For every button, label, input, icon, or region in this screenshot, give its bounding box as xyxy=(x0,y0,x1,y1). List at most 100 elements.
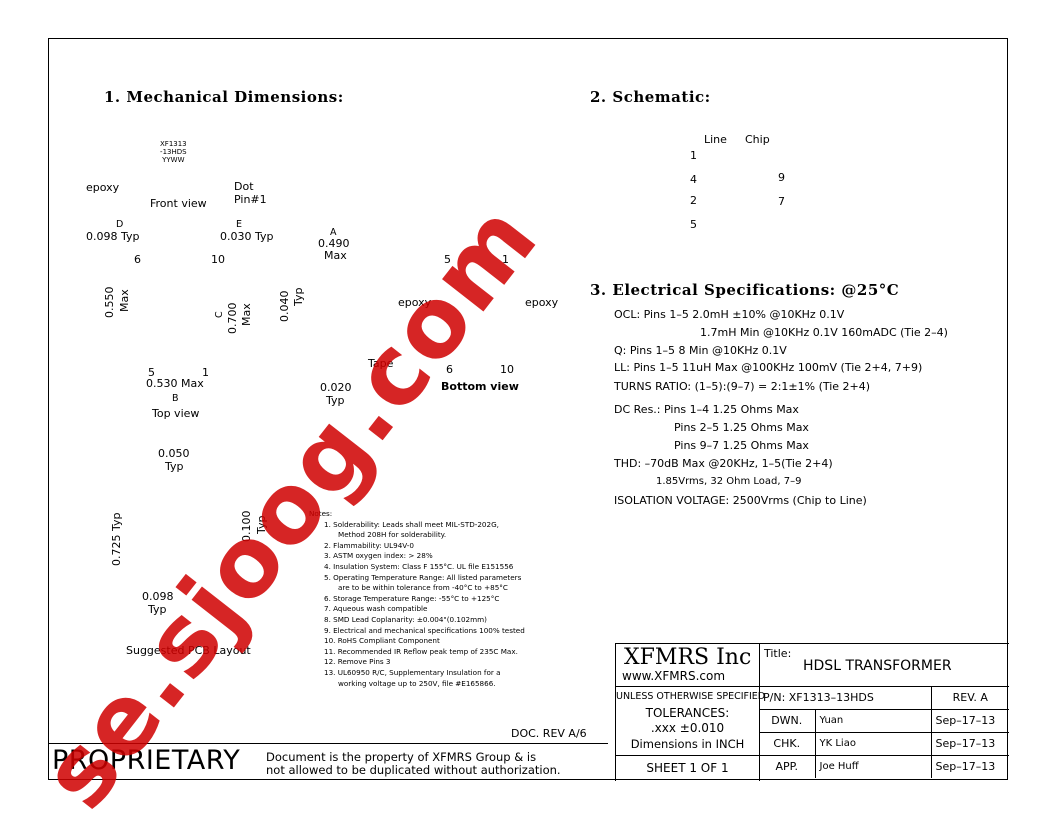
schematic-heading: 2. Schematic: xyxy=(590,88,711,106)
epoxy-label: epoxy xyxy=(86,181,120,194)
front-view-caption: Front view xyxy=(150,197,207,210)
note-item: Method 208H for solderability. xyxy=(338,530,447,540)
top-pin-1: 1 xyxy=(202,366,209,379)
note-item: working voltage up to 250V, file #E16586… xyxy=(338,678,496,688)
approval-table: P/N: XF1313–13HDS REV. A DWN. Yuan Sep–1… xyxy=(759,686,1009,778)
pcb-caption: Suggested PCB Layout xyxy=(126,644,251,657)
dim-height-max: Max xyxy=(118,289,131,312)
app-name: Joe Huff xyxy=(814,754,932,778)
app-date: Sep–17–13 xyxy=(930,754,1009,778)
spec-ocl-min: 1.7mH Min @10KHz 0.1V 160mADC (Tie 2–4) xyxy=(700,326,948,339)
drawing-sheet xyxy=(48,38,1008,780)
bottom-pin-6: 6 xyxy=(446,363,453,376)
chk-date: Sep–17–13 xyxy=(930,731,1009,756)
pcb-row-spacing: 0.725 Typ xyxy=(110,512,123,567)
dim-lead-typ: Typ xyxy=(292,287,305,307)
title-label: Title: xyxy=(764,647,792,660)
note-item: 9. Electrical and mechanical specificati… xyxy=(324,625,525,635)
note-item: 5. Operating Temperature Range: All list… xyxy=(324,572,522,582)
dim-foot-value: 0.020 xyxy=(320,381,352,394)
part-number: P/N: XF1313–13HDS xyxy=(759,686,932,710)
dim-a-value: 0.490 xyxy=(318,237,350,250)
pcb-width-typ: Typ xyxy=(148,603,167,616)
notes-title: Notes: xyxy=(309,509,333,518)
spec-dcr-1-4: DC Res.: Pins 1–4 1.25 Ohms Max xyxy=(614,403,799,416)
spec-ocl: OCL: Pins 1–5 2.0mH ±10% @10KHz 0.1V xyxy=(614,308,845,321)
tolerances-label: TOLERANCES: xyxy=(645,706,730,720)
note-item: 11. Recommended IR Reflow peak temp of 2… xyxy=(324,646,518,656)
chk-name: YK Liao xyxy=(814,731,932,756)
proprietary-word: PROPRIETARY xyxy=(52,745,241,776)
tolerances-value: .xxx ±0.010 xyxy=(650,721,725,735)
dim-foot-typ: Typ xyxy=(326,394,345,407)
proprietary-line-2: not allowed to be duplicated without aut… xyxy=(266,763,561,777)
top-pin-5: 5 xyxy=(148,366,155,379)
dimensions-unit: Dimensions in INCH xyxy=(630,737,745,751)
tolerance-cell: UNLESS OTHERWISE SPECIFIED TOLERANCES: .… xyxy=(616,686,766,756)
note-item: 10. RoHS Compliant Component xyxy=(324,636,440,646)
bottom-pin-10: 10 xyxy=(500,363,514,376)
proprietary-divider xyxy=(48,743,608,744)
proprietary-line-1: Document is the property of XFMRS Group … xyxy=(266,750,537,764)
bottom-epoxy-left: epoxy xyxy=(398,296,432,309)
front-view-marking: XF1313 -13HDS YYWW xyxy=(160,140,187,164)
schematic-pin-9: 9 xyxy=(778,171,785,184)
dim-a-max: Max xyxy=(324,249,347,262)
pcb-pitch-value: 0.050 xyxy=(158,447,190,460)
title-block: XFMRS Inc www.XFMRS.com Title: HDSL TRAN… xyxy=(615,643,1009,781)
dim-a-letter: A xyxy=(330,227,337,238)
note-item: 4. Insulation System: Class F 155°C. UL … xyxy=(324,561,514,571)
revision: REV. A xyxy=(930,686,1009,710)
dwn-name: Yuan xyxy=(814,708,932,733)
chk-label: CHK. xyxy=(759,731,816,756)
note-item: 3. ASTM oxygen index: > 28% xyxy=(324,551,433,561)
pcb-pad-value: 0.100 xyxy=(240,510,253,543)
dim-width-value: 0.530 Max xyxy=(146,377,204,390)
schematic-pin-4: 4 xyxy=(690,173,697,186)
pcb-pitch-typ: Typ xyxy=(165,460,184,473)
bottom-epoxy-right: epoxy xyxy=(525,296,559,309)
dim-lead-value: 0.040 xyxy=(278,290,291,323)
note-item: 6. Storage Temperature Range: -55°C to +… xyxy=(324,593,500,603)
top-view-caption: Top view xyxy=(152,407,200,420)
schematic-pin-7: 7 xyxy=(778,195,785,208)
note-item: are to be within tolerance from -40°C to… xyxy=(338,583,508,593)
notes: Notes: 1. Solderability: Leads shall mee… xyxy=(309,509,525,689)
note-item: 8. SMD Lead Coplanarity: ±0.004"(0.102mm… xyxy=(324,614,487,624)
dim-c-value: 0.700 xyxy=(226,302,239,335)
bottom-pin-1: 1 xyxy=(502,253,509,266)
dim-e-value: 0.030 Typ xyxy=(220,230,274,243)
pcb-width-value: 0.098 xyxy=(142,590,174,603)
dim-c-max: Max xyxy=(240,303,253,326)
pcb-pad-typ: Typ xyxy=(255,515,268,535)
dim-d-value: 0.098 Typ xyxy=(86,230,140,243)
marking-line-2: -13HDS xyxy=(160,148,187,156)
spec-isolation: ISOLATION VOLTAGE: 2500Vrms (Chip to Lin… xyxy=(614,494,867,507)
note-item: 2. Flammability: UL94V-0 xyxy=(324,540,414,550)
marking-line-3: YYWW xyxy=(162,156,185,164)
top-pin-6: 6 xyxy=(134,253,141,266)
app-label: APP. xyxy=(759,754,816,778)
marking-line-1: XF1313 xyxy=(160,140,187,148)
unless-specified: UNLESS OTHERWISE SPECIFIED xyxy=(616,691,766,702)
schematic-line-label: Line xyxy=(704,133,727,146)
dwn-date: Sep–17–13 xyxy=(930,708,1009,733)
schematic-pin-5: 5 xyxy=(690,218,697,231)
top-pin-10: 10 xyxy=(211,253,225,266)
note-item: 7. Aqueous wash compatible xyxy=(324,604,428,614)
schematic-chip-label: Chip xyxy=(745,133,770,146)
spec-dcr-9-7: Pins 9–7 1.25 Ohms Max xyxy=(674,439,809,452)
spec-dcr-2-5: Pins 2–5 1.25 Ohms Max xyxy=(674,421,809,434)
dot-label: Dot xyxy=(234,180,254,193)
electrical-specifications-heading: 3. Electrical Specifications: @25°C xyxy=(590,281,900,299)
dim-height-value: 0.550 xyxy=(103,286,116,319)
spec-thd: THD: –70dB Max @20KHz, 1–5(Tie 2+4) xyxy=(614,457,833,470)
bottom-view-caption: Bottom view xyxy=(441,380,519,393)
proprietary-text: Document is the property of XFMRS Group … xyxy=(266,751,561,777)
company-website: www.XFMRS.com xyxy=(622,669,726,683)
schematic-pin-1: 1 xyxy=(690,149,697,162)
company-name: XFMRS Inc xyxy=(624,645,752,670)
mechanical-dimensions-heading: 1. Mechanical Dimensions: xyxy=(104,88,344,106)
spec-ll: LL: Pins 1–5 11uH Max @100KHz 100mV (Tie… xyxy=(614,361,923,374)
drawing-title: HDSL TRANSFORMER xyxy=(803,658,952,674)
